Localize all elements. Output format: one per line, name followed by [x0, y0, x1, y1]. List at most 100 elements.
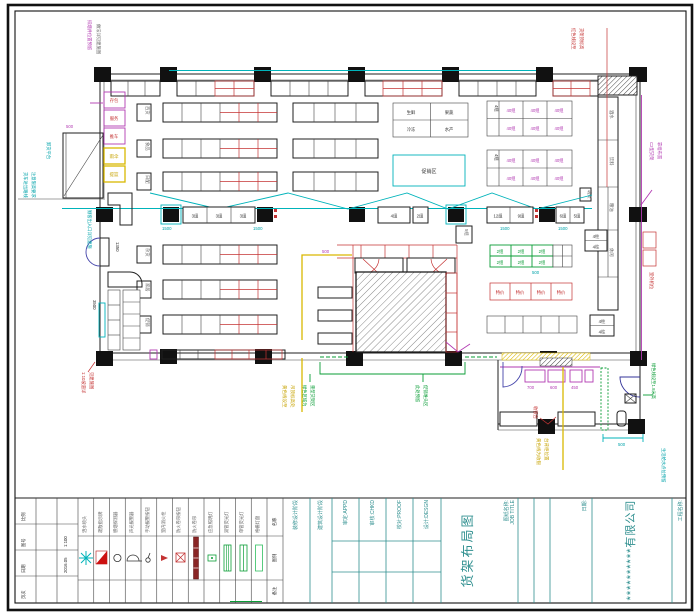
legend-header-note: 备注 [271, 586, 278, 595]
grid-cell: 40组 [530, 157, 540, 163]
top-wall-shelving [110, 70, 638, 97]
shelf-label: 粮油 [608, 203, 615, 212]
pair-box-2: 4柱 4柱 [589, 314, 615, 337]
red-cell: 特价 [496, 289, 505, 295]
table-cell: 水产 [445, 126, 454, 133]
right-wall-shelf: 酒水 饮料 粮油 休闲 端架 [579, 96, 619, 311]
row-tag: 促销 [144, 318, 151, 327]
row-tag: 家居 [144, 283, 151, 292]
legend-name: 双管荧光灯 [223, 511, 230, 533]
call-point-icon [145, 552, 151, 563]
stage-columns [309, 498, 442, 603]
legend-name: 单管荧光灯 [238, 511, 245, 533]
dim-1500: 1500 [162, 226, 172, 231]
aisle-label: 12组 [493, 213, 503, 219]
end-cap-label: 端架 [586, 190, 593, 199]
exit-sign-icon [95, 550, 108, 565]
title-columns [517, 498, 673, 603]
ann-dock: 卸货平台 [45, 142, 52, 159]
ann-water-point: 生活给水点位预留 [660, 448, 667, 482]
stack-label: 雨伞 [110, 153, 119, 160]
aisle-box5: 5组 [464, 229, 470, 236]
red-mark [539, 416, 557, 425]
grid-cell: 40组 [530, 107, 540, 113]
red-cell: 特价 [557, 289, 566, 295]
field-shen-he: 审核:CHKD [369, 500, 376, 526]
grid-cell: 40组 [554, 107, 564, 113]
grid-cell: 40组 [554, 175, 564, 181]
ann-truck-route: 货车进出路线 [22, 172, 29, 198]
shelf-label: 饮料 [608, 157, 615, 166]
drawing-title: 货架布局图 [460, 512, 475, 587]
table-cell: 冷冻 [407, 126, 416, 133]
entrance-double-door [85, 237, 110, 267]
grid-cell: 40组 [506, 175, 516, 181]
pair-cell: 4柱 [593, 233, 600, 240]
field-shen-ding: 审定:APPD [342, 500, 349, 525]
hatched-core [355, 271, 447, 353]
table-cell: 生鲜 [407, 109, 416, 116]
row-tag: 杂货 [144, 248, 151, 257]
aisle-label: 6组 [560, 213, 567, 219]
legend-header-symbol: 图例 [271, 554, 278, 563]
green-cell: 2组 [518, 248, 525, 254]
dim-1500: 1500 [558, 226, 568, 231]
grid-cell: 40组 [506, 157, 516, 163]
ann-entrance: 顾客出入口详见建施 [86, 210, 93, 249]
legend-name: 洒水喷头 [81, 515, 88, 533]
drawing-name-label-en: JOB TITLE [510, 499, 516, 524]
pair-cell: 4柱 [599, 329, 606, 336]
red-cell: 特价 [516, 289, 525, 295]
ann-green-line: 绿色线设至1.8米高 [650, 363, 657, 400]
green-cell: 2组 [518, 259, 525, 265]
green-cell: 2组 [539, 259, 546, 265]
stage2: 建筑设计阶段 [317, 500, 324, 530]
dim-1500: 1500 [253, 226, 263, 231]
green-cell: 2组 [497, 259, 504, 265]
water-heater [616, 410, 627, 427]
annotations: 排烟井位置预留 做法详见建施图 500 卸货平台 货车进出路线 注意限高要求 顾… [22, 20, 667, 482]
legend-name: 疏散指示牌 [97, 511, 104, 533]
aisle-label: 9组 [518, 213, 525, 219]
shelf-label: 休闲 [608, 248, 615, 257]
shutter-button-icon [175, 552, 186, 563]
ann-red-line: 货架顶标高 [578, 28, 585, 50]
alarm-bell-icon [126, 554, 142, 562]
grid-cell: 40组 [554, 125, 564, 131]
aisle-label: 3组 [216, 213, 223, 219]
annex-dim: 500 [66, 124, 74, 129]
counter [499, 411, 538, 427]
aisle-label: 5组 [574, 213, 581, 219]
legend-name: 应急照明灯 [207, 511, 214, 533]
field-jiao-dui: 校对:PROOF [396, 500, 403, 529]
green-cell: 2组 [539, 248, 546, 254]
stack-label: 推车 [110, 133, 119, 140]
shelf-label: 酒水 [608, 110, 615, 119]
ann-yellow-l: 吊顶标高处 [289, 385, 296, 408]
aisle-label: 2组 [417, 213, 424, 219]
grid-cell: 40组 [506, 107, 516, 113]
drawing-name-label: 图纸名称: [503, 500, 510, 521]
dim-3500: 3500 [92, 300, 97, 310]
room-dim: 450 [571, 385, 579, 390]
middle-aisle: 3组 3组 3组 4组 2组 12组 9组 6组 5组 1500 1500 15… [62, 192, 593, 244]
grid-cell: 40组 [554, 157, 564, 163]
aisle-boxes: 3组 3组 3组 4组 2组 12组 9组 6组 5组 [182, 206, 585, 224]
legend-name: 手动报警按钮 [144, 507, 151, 533]
legend-name: 防火卷帘 [191, 516, 198, 533]
stack-boxes: 存包 服务 推车 雨伞 提篮 [103, 91, 126, 183]
counter [557, 411, 596, 427]
pair-box-1: 4柱 4柱 [584, 229, 608, 252]
ann-tl-gray: 做法详见建施图 [95, 24, 102, 54]
hatched-dock [597, 75, 638, 96]
central-core: 500 [301, 244, 471, 353]
legend-header-name: 名称 [271, 517, 278, 526]
ann-yellow-r: 黄色线为收银 [535, 438, 542, 465]
ann-c2-shelf: C2型货架 [648, 142, 655, 161]
legend-name: 格栅灯盘 [254, 515, 261, 533]
right-lower-blocks: 2组 2组 2组 2组 2组 2组 500 特价 特价 特价 特价 4柱 4柱 … [486, 229, 615, 337]
legend-symbols [79, 536, 263, 580]
green-cell: 2组 [497, 248, 504, 254]
ann-outdoor-unit: 室外机位 [648, 272, 655, 290]
aisle-label: 4组 [391, 213, 398, 219]
